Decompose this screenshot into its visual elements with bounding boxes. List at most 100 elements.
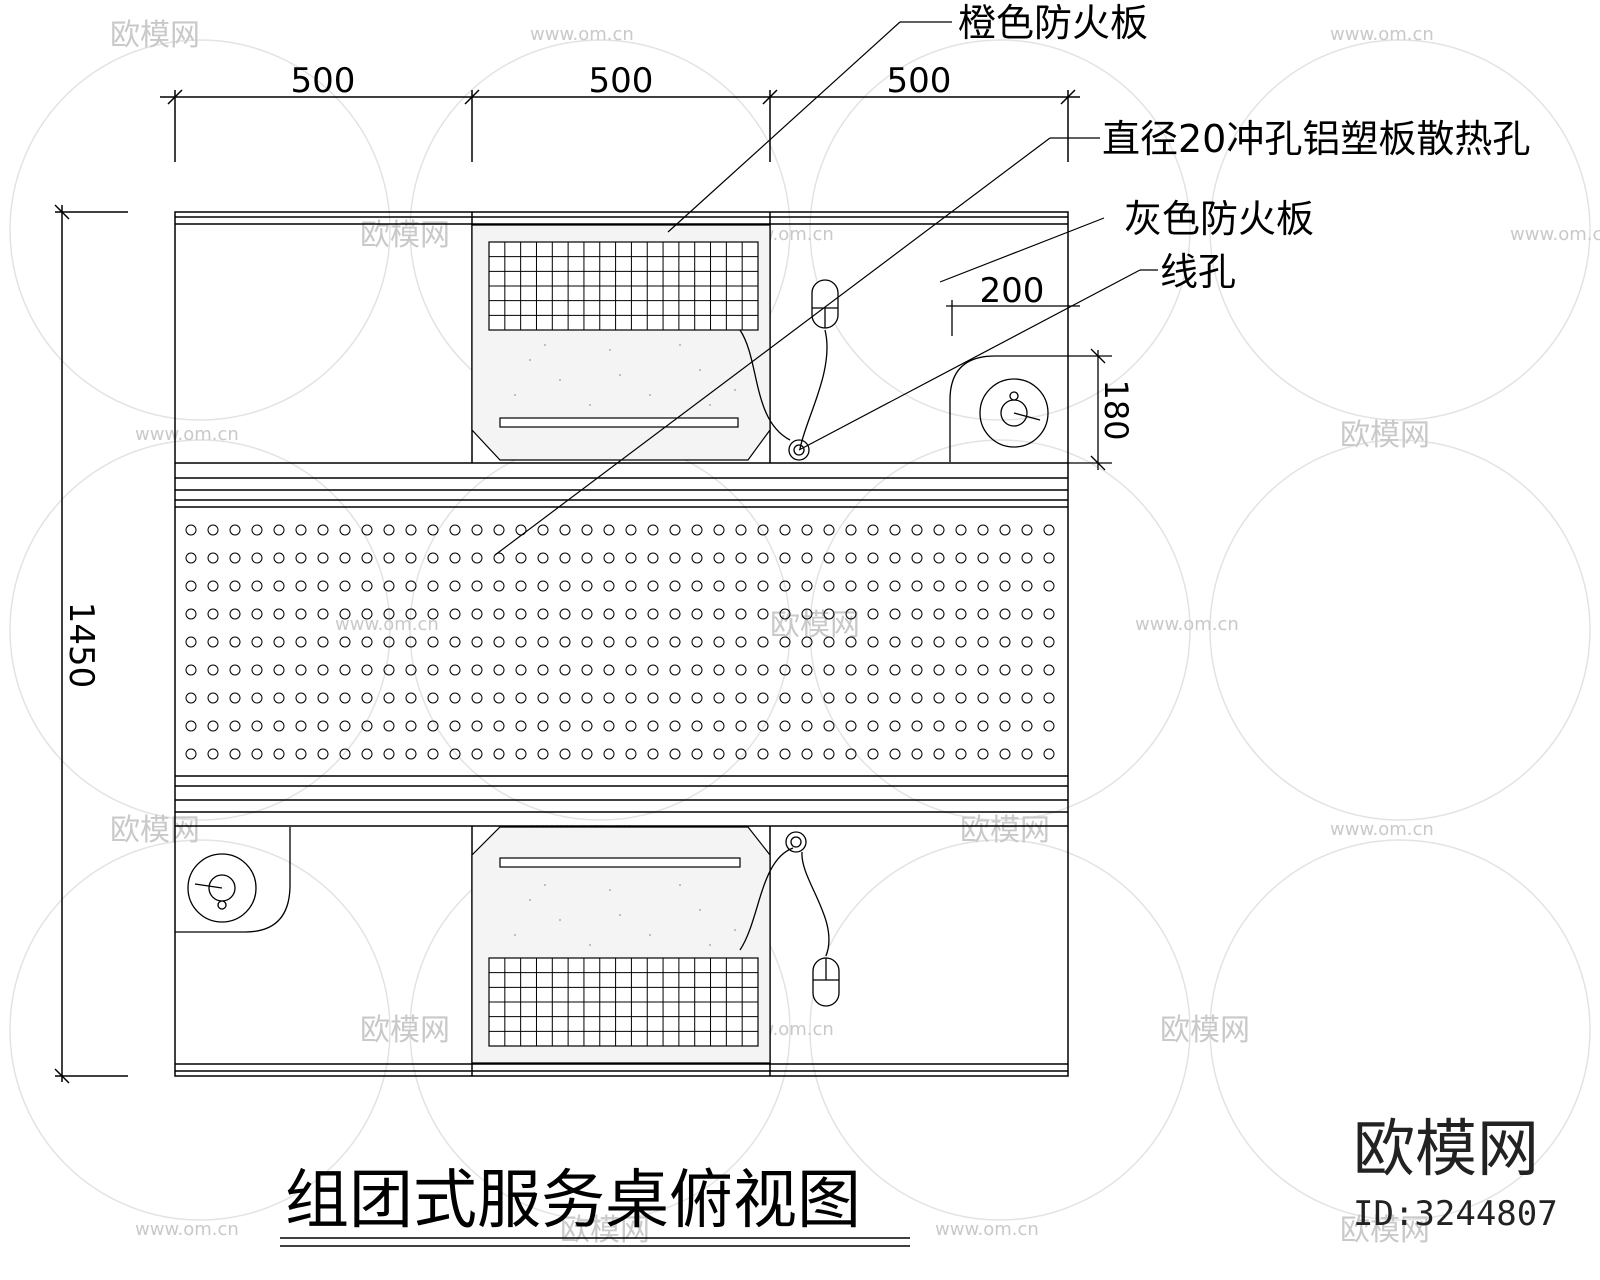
perforation-hole bbox=[933, 524, 945, 536]
perforation-hole bbox=[427, 748, 439, 760]
perforation-hole bbox=[339, 692, 351, 704]
perforation-hole bbox=[735, 720, 747, 732]
perforation-hole bbox=[581, 608, 593, 620]
perforation-hole bbox=[405, 748, 417, 760]
drawing-title: 组团式服务桌俯视图 bbox=[285, 1164, 861, 1238]
perforation-hole bbox=[625, 608, 637, 620]
perforation-hole bbox=[845, 748, 857, 760]
perforation-hole bbox=[185, 524, 197, 536]
perforation-hole bbox=[229, 664, 241, 676]
perforation-hole bbox=[493, 524, 505, 536]
perforation-hole bbox=[537, 608, 549, 620]
perforation-hole bbox=[779, 552, 791, 564]
perforation-hole bbox=[757, 580, 769, 592]
perforation-hole bbox=[867, 692, 879, 704]
perforation-hole bbox=[405, 552, 417, 564]
perforation-hole bbox=[251, 524, 263, 536]
perforation-hole bbox=[713, 748, 725, 760]
perforation-hole bbox=[823, 664, 835, 676]
perforation-hole bbox=[185, 664, 197, 676]
perforation-hole bbox=[999, 720, 1011, 732]
perforation-hole bbox=[669, 608, 681, 620]
perforation-hole bbox=[427, 552, 439, 564]
perforation-hole bbox=[823, 636, 835, 648]
perforation-hole bbox=[933, 608, 945, 620]
perforation-hole bbox=[361, 524, 373, 536]
perforation-hole bbox=[559, 524, 571, 536]
perforation-hole bbox=[317, 664, 329, 676]
callout-perforated-panel: 直径20冲孔铝塑板散热孔 bbox=[1102, 117, 1530, 161]
perforation-hole bbox=[207, 636, 219, 648]
perforation-hole bbox=[207, 608, 219, 620]
perforation-hole bbox=[559, 748, 571, 760]
perforation-hole bbox=[933, 636, 945, 648]
perforation-hole bbox=[823, 524, 835, 536]
perforation-hole bbox=[867, 720, 879, 732]
perforation-hole bbox=[823, 552, 835, 564]
watermark-brand: 欧模网 bbox=[110, 18, 200, 53]
perforation-hole bbox=[757, 524, 769, 536]
perforation-hole bbox=[427, 664, 439, 676]
perforation-hole bbox=[273, 608, 285, 620]
perforation-hole bbox=[823, 748, 835, 760]
perforation-hole bbox=[339, 720, 351, 732]
perforation-hole bbox=[603, 692, 615, 704]
perforation-hole bbox=[383, 608, 395, 620]
perforation-hole bbox=[647, 748, 659, 760]
perforation-hole bbox=[713, 608, 725, 620]
perforation-hole bbox=[867, 580, 879, 592]
perforation-hole bbox=[999, 664, 1011, 676]
perforation-hole bbox=[581, 720, 593, 732]
perforation-hole bbox=[933, 552, 945, 564]
perforation-hole bbox=[669, 664, 681, 676]
perforation-hole bbox=[669, 692, 681, 704]
perforation-hole bbox=[977, 664, 989, 676]
perforation-hole bbox=[581, 524, 593, 536]
upper-speckle bbox=[514, 344, 736, 406]
perforation-hole bbox=[449, 608, 461, 620]
perforation-hole bbox=[1043, 580, 1055, 592]
perforation-hole bbox=[625, 580, 637, 592]
perforation-hole bbox=[691, 636, 703, 648]
perforation-hole bbox=[647, 580, 659, 592]
perforation-hole bbox=[471, 748, 483, 760]
watermark-url: www.om.cn bbox=[530, 24, 634, 45]
perforation-hole bbox=[713, 720, 725, 732]
keyboard-grid bbox=[489, 958, 758, 1046]
perforation-hole bbox=[603, 720, 615, 732]
perforation-hole bbox=[251, 552, 263, 564]
perforation-hole bbox=[955, 636, 967, 648]
perforation-hole bbox=[383, 580, 395, 592]
perforation-hole bbox=[449, 720, 461, 732]
perforation-hole bbox=[911, 664, 923, 676]
perforation-hole bbox=[295, 692, 307, 704]
perforation-hole bbox=[471, 552, 483, 564]
perforation-hole bbox=[955, 552, 967, 564]
perforation-hole bbox=[955, 524, 967, 536]
perforation-hole bbox=[295, 720, 307, 732]
perforation-hole bbox=[1021, 524, 1033, 536]
perforation-hole bbox=[867, 608, 879, 620]
perforation-hole bbox=[845, 580, 857, 592]
upper-wire-hole-icon bbox=[788, 439, 810, 461]
perforation-hole bbox=[295, 580, 307, 592]
perforation-hole bbox=[867, 664, 879, 676]
perforation-hole bbox=[361, 608, 373, 620]
perforation-hole bbox=[757, 608, 769, 620]
perforation-hole bbox=[779, 608, 791, 620]
perforation-hole bbox=[471, 636, 483, 648]
perforation-hole bbox=[361, 552, 373, 564]
perforation-hole bbox=[977, 608, 989, 620]
perforation-hole bbox=[647, 692, 659, 704]
perforation-hole bbox=[537, 692, 549, 704]
perforation-hole bbox=[251, 608, 263, 620]
perforation-hole bbox=[955, 608, 967, 620]
perforation-hole bbox=[933, 692, 945, 704]
perforation-hole bbox=[911, 524, 923, 536]
perforation-hole bbox=[515, 720, 527, 732]
dimension-small-right: 180 bbox=[1097, 379, 1135, 440]
perforation-hole bbox=[1021, 636, 1033, 648]
perforation-hole bbox=[757, 552, 769, 564]
perforation-hole bbox=[801, 664, 813, 676]
perforation-hole bbox=[251, 748, 263, 760]
